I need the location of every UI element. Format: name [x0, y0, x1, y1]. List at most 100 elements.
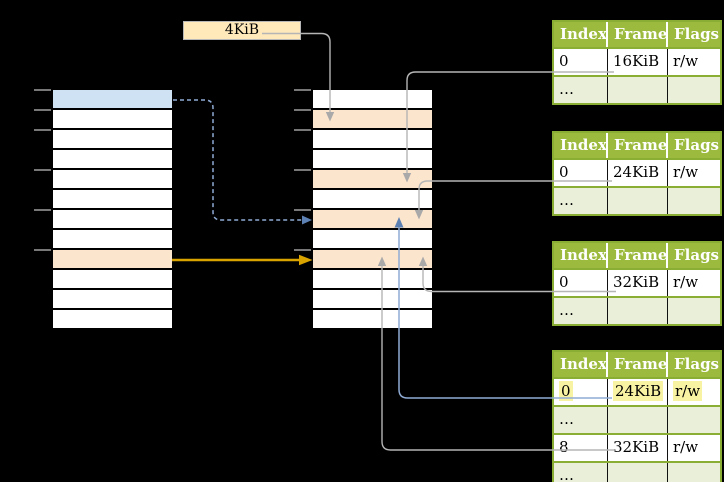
table-cell: 24KiB	[608, 379, 668, 405]
column-header: Index	[554, 352, 608, 377]
memory-row-white	[313, 130, 432, 150]
table-cell	[608, 188, 668, 214]
table-cell	[608, 463, 668, 482]
memory-row-white	[313, 90, 432, 110]
memory-row-white	[53, 310, 172, 330]
table-cell: r/w	[668, 49, 720, 75]
table-row: …	[554, 75, 720, 103]
table-row: …	[554, 186, 720, 214]
column-header: Frame	[608, 243, 668, 268]
frame-size-label: 4KiB	[183, 21, 301, 40]
address-tick	[34, 109, 51, 111]
table-cell: …	[554, 298, 608, 324]
address-tick	[294, 89, 311, 91]
table-cell: …	[554, 463, 608, 482]
address-tick	[34, 169, 51, 171]
memory-row-orange	[313, 170, 432, 190]
table-row: …	[554, 405, 720, 433]
table-cell	[668, 298, 720, 324]
column-header: Index	[554, 243, 608, 268]
memory-row-white	[53, 170, 172, 190]
table-cell: 16KiB	[608, 49, 668, 75]
address-tick	[294, 129, 311, 131]
table-cell: r/w	[668, 379, 720, 405]
table-cell: r/w	[668, 435, 720, 461]
address-tick	[294, 169, 311, 171]
address-tick	[294, 209, 311, 211]
memory-row-white	[53, 290, 172, 310]
memory-row-white	[53, 210, 172, 230]
memory-row-orange	[313, 110, 432, 130]
table-row: …	[554, 461, 720, 482]
table-cell: …	[554, 188, 608, 214]
table-cell	[668, 77, 720, 103]
memory-row-white	[313, 190, 432, 210]
table-cell	[608, 77, 668, 103]
column-header: Flags	[674, 136, 719, 154]
arrow-virtual-page-to-frame-icon	[172, 254, 313, 266]
table-cell	[608, 298, 668, 324]
address-tick	[34, 209, 51, 211]
memory-row-orange	[313, 210, 432, 230]
table-cell: …	[554, 407, 608, 433]
memory-row-white	[53, 230, 172, 250]
table-cell: 0	[554, 49, 608, 75]
table-cell	[668, 463, 720, 482]
address-tick	[34, 129, 51, 131]
address-tick	[294, 249, 311, 251]
column-header: Flags	[674, 355, 719, 373]
arrow-virtual-page-to-pagetable-icon	[173, 99, 312, 225]
column-header: Frame	[608, 22, 668, 47]
address-tick	[34, 249, 51, 251]
physical-memory-column	[294, 89, 432, 330]
virtual-memory-column	[34, 89, 172, 330]
table-cell: r/w	[668, 270, 720, 296]
table-cell	[668, 188, 720, 214]
memory-row-white	[53, 150, 172, 170]
table-cell: r/w	[668, 160, 720, 186]
table-cell: 32KiB	[608, 270, 668, 296]
column-header: Frame	[608, 133, 668, 158]
column-header: Flags	[674, 246, 719, 264]
column-header: Flags	[674, 25, 719, 43]
column-header: Index	[554, 22, 608, 47]
table-cell: 0	[554, 160, 608, 186]
memory-row-white	[313, 310, 432, 330]
memory-row-white	[313, 290, 432, 310]
memory-row-white	[53, 130, 172, 150]
table-cell	[608, 407, 668, 433]
table-cell: 8	[554, 435, 608, 461]
column-header: Index	[554, 133, 608, 158]
memory-row-orange	[53, 250, 172, 270]
table-cell: …	[554, 77, 608, 103]
table-cell: 0	[554, 379, 608, 405]
memory-row-white	[313, 270, 432, 290]
memory-row-white	[313, 150, 432, 170]
memory-row-white	[313, 230, 432, 250]
address-tick	[294, 109, 311, 111]
memory-row-orange	[313, 250, 432, 270]
memory-row-white	[53, 110, 172, 130]
table-cell: 32KiB	[608, 435, 668, 461]
table-cell: 0	[554, 270, 608, 296]
address-tick	[34, 89, 51, 91]
table-cell: 24KiB	[608, 160, 668, 186]
memory-row-blue	[53, 90, 172, 110]
memory-row-white	[53, 270, 172, 290]
column-header: Frame	[608, 352, 668, 377]
table-row: …	[554, 296, 720, 324]
